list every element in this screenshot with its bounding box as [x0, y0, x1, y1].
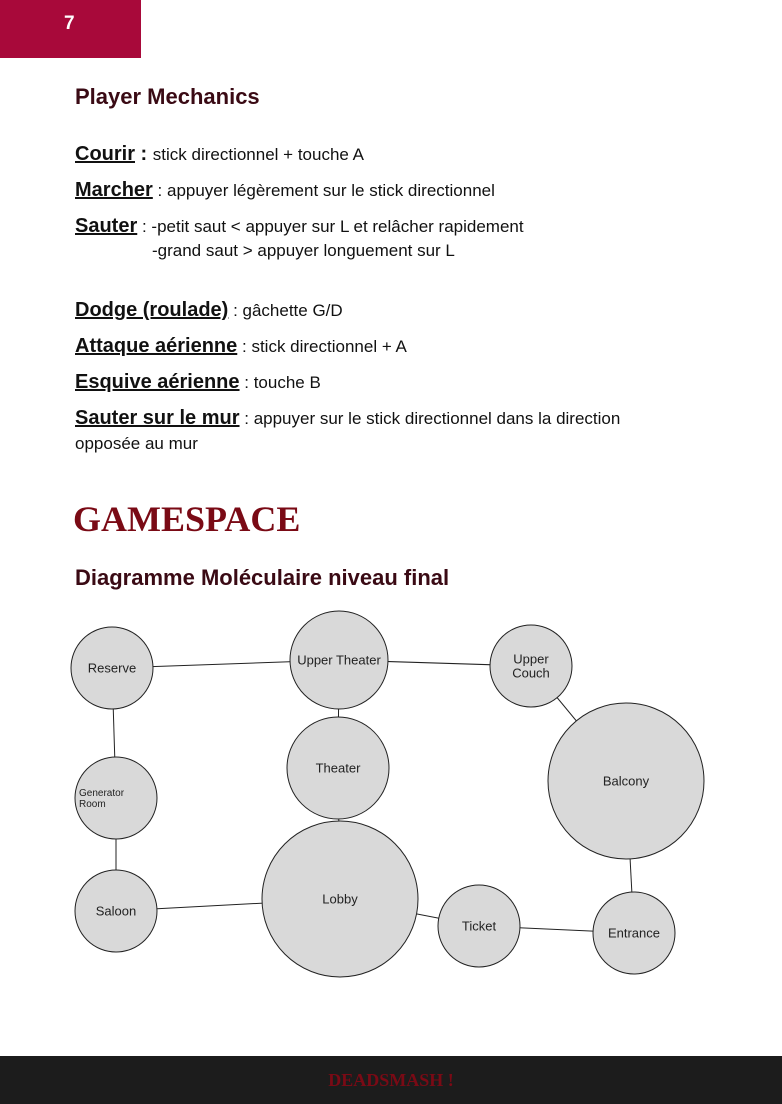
mechanic-term: Sauter sur le mur	[75, 407, 240, 429]
mechanic-separator: :	[137, 217, 152, 236]
node-label: Ticket	[462, 919, 497, 934]
node-circle	[286, 716, 390, 820]
mechanic-desc: appuyer légèrement sur le stick directio…	[166, 181, 495, 200]
mechanic-term: Esquive aérienne	[75, 371, 240, 393]
mechanic-desc: stick directionnel + touche A	[152, 145, 364, 164]
mechanic-separator: :	[228, 301, 243, 320]
mechanic-item: Courir : stick directionnel + touche A	[75, 142, 364, 167]
footer-bar	[0, 1056, 782, 1104]
node-label: Upper	[513, 652, 549, 667]
gamespace-heading: GAMESPACE	[73, 499, 301, 539]
mechanic-separator: :	[152, 181, 167, 200]
node-label: Entrance	[608, 926, 660, 941]
node-label: Saloon	[96, 904, 136, 919]
mechanic-term: Marcher	[75, 179, 153, 201]
mechanic-desc: -petit saut < appuyer sur L et relâcher …	[151, 217, 524, 236]
node-saloon: Saloon	[74, 869, 158, 953]
mechanic-desc: stick directionnel + A	[251, 337, 407, 356]
node-circle	[592, 891, 676, 975]
node-ticket: Ticket	[437, 884, 521, 968]
node-label: Lobby	[322, 892, 358, 907]
mechanic-term: Courir	[75, 143, 135, 165]
node-circle	[261, 820, 419, 978]
node-entrance: Entrance	[592, 891, 676, 975]
node-circle	[489, 624, 573, 708]
diagram-subtitle: Diagramme Moléculaire niveau final	[75, 565, 450, 590]
node-circle	[547, 702, 705, 860]
page-number: 7	[64, 13, 75, 34]
node-label: Couch	[512, 666, 550, 681]
node-balcony: Balcony	[547, 702, 705, 860]
node-label: Reserve	[88, 661, 136, 676]
mechanic-item: Sauter sur le mur : appuyer sur le stick…	[75, 406, 620, 431]
node-circle	[74, 756, 158, 840]
node-label: Generator	[79, 788, 125, 799]
mechanic-separator: :	[237, 337, 252, 356]
mechanic-term: Sauter	[75, 215, 138, 237]
node-circle	[74, 869, 158, 953]
node-reserve: Reserve	[70, 626, 154, 710]
node-lobby: Lobby	[261, 820, 419, 978]
page-number-badge: 7	[0, 0, 141, 58]
mechanic-term: Attaque aérienne	[75, 335, 238, 357]
mechanic-item: Dodge (roulade) : gâchette G/D	[75, 298, 343, 323]
footer-brand: DEADSMASH !	[328, 1070, 454, 1090]
node-label: Room	[79, 799, 106, 810]
node-label: Upper Theater	[297, 653, 381, 668]
node-circle	[289, 610, 389, 710]
node-circle	[70, 626, 154, 710]
mechanic-separator: :	[135, 143, 153, 165]
mechanic-item: Esquive aérienne : touche B	[75, 370, 321, 395]
mechanics-title: Player Mechanics	[75, 84, 260, 109]
mechanic-separator: :	[239, 373, 254, 392]
mechanic-desc: touche B	[253, 373, 321, 392]
diagram-nodes: Reserve Upper Theater UpperCouchTheaterBal…	[70, 610, 705, 978]
mechanic-separator: :	[239, 409, 254, 428]
node-label: Balcony	[603, 774, 650, 789]
node-upper-theater: Upper Theater	[289, 610, 389, 710]
mechanic-term: Dodge (roulade)	[75, 299, 229, 321]
mechanic-item: Marcher : appuyer légèrement sur le stic…	[75, 178, 495, 203]
mechanic-item: Attaque aérienne : stick directionnel + …	[75, 334, 407, 359]
mechanic-desc-continued: opposée au mur	[75, 434, 198, 453]
mechanic-desc: appuyer sur le stick directionnel dans l…	[253, 409, 621, 428]
node-theater: Theater	[286, 716, 390, 820]
node-label: Theater	[316, 761, 361, 776]
mechanic-desc-continued: -grand saut > appuyer longuement sur L	[152, 241, 455, 260]
mechanic-desc: gâchette G/D	[242, 301, 343, 320]
node-circle	[437, 884, 521, 968]
mechanic-item: Sauter : -petit saut < appuyer sur L et …	[75, 214, 524, 239]
